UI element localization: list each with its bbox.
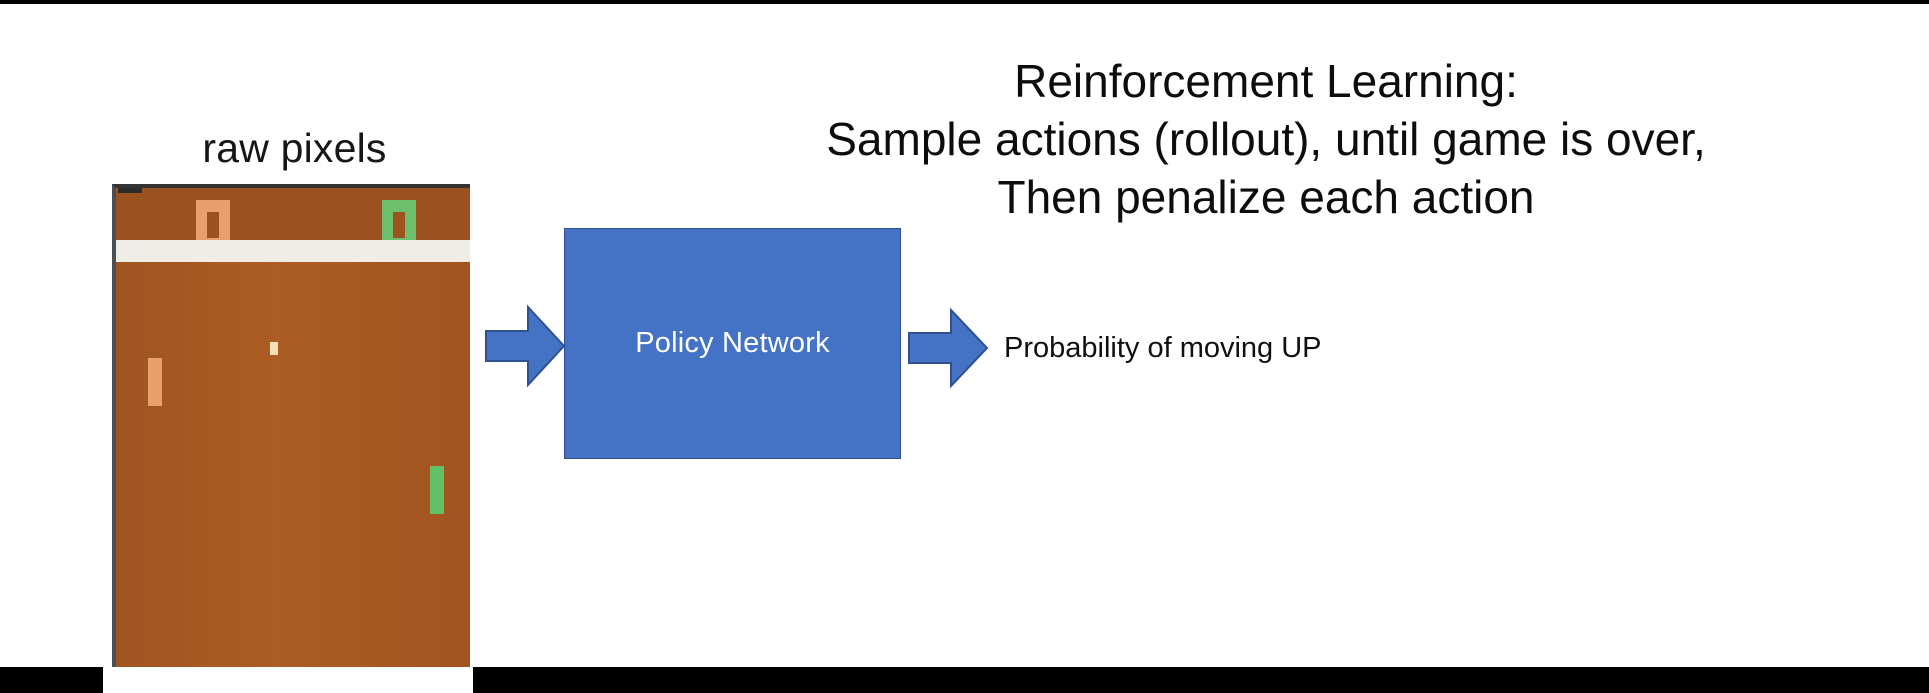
arrow-out-of-policy-network-icon	[908, 307, 989, 389]
output-probability-label: Probability of moving UP	[1004, 332, 1322, 364]
headline-block: Reinforcement Learning: Sample actions (…	[606, 52, 1926, 226]
pong-playfield	[116, 188, 470, 673]
headline-line-1: Reinforcement Learning:	[1014, 55, 1518, 107]
raw-pixels-caption: raw pixels	[202, 125, 387, 171]
pong-left-paddle	[148, 358, 162, 406]
pong-divider-line	[116, 240, 470, 262]
headline-line-2: Sample actions (rollout), until game is …	[826, 113, 1706, 165]
arrow-into-policy-network-icon	[485, 304, 566, 388]
bottom-bar-notch	[103, 667, 473, 693]
policy-network-box[interactable]: Policy Network	[564, 228, 901, 459]
pong-corner-tick-icon	[118, 188, 142, 193]
pong-game-screenshot	[112, 184, 470, 673]
top-black-bar	[0, 0, 1929, 4]
pong-ball	[270, 342, 278, 355]
headline-line-3: Then penalize each action	[997, 171, 1535, 223]
policy-network-label: Policy Network	[635, 327, 830, 359]
pong-score-strip	[116, 188, 470, 248]
pong-right-paddle	[430, 466, 444, 514]
